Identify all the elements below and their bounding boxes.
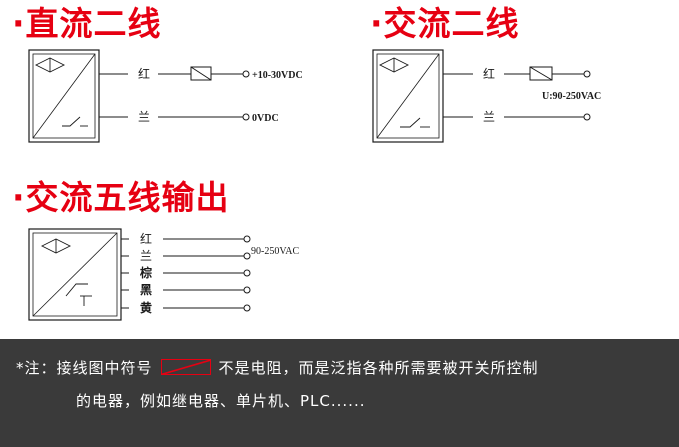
terminal: [243, 252, 251, 260]
voltage-label: 90-250VAC: [251, 246, 299, 257]
terminal: [243, 286, 251, 294]
ac-two-wire-diagram: 红 U:90-250VAC 兰: [372, 49, 601, 143]
terminal: [243, 269, 251, 277]
load-symbol: [529, 66, 553, 81]
wire-label: 兰: [138, 110, 150, 124]
title-dc-two-wire: ·直流二线: [12, 4, 162, 43]
wire-label: 红: [483, 66, 495, 81]
note-panel: *注：接线图中符号 不是电阻，而是泛指各种所需要被开关所控制 的电器，例如继电器、…: [0, 339, 679, 447]
ac-five-wire-diagram: 红 兰 90-250VAC 棕 黑 黄: [28, 228, 299, 321]
terminal-label: +10-30VDC: [252, 70, 303, 81]
terminal: [243, 235, 251, 243]
voltage-label: U:90-250VAC: [542, 91, 601, 102]
wire-label: 棕: [139, 265, 152, 280]
terminal: [583, 113, 591, 121]
terminal: [243, 304, 251, 312]
terminal: [242, 113, 250, 121]
dc-two-wire-diagram: 红 +10-30VDC 兰 0VDC: [28, 49, 303, 143]
wiring-diagrams: 红 +10-30VDC 兰 0VDC 红: [28, 49, 601, 321]
load-symbol-icon: [160, 359, 211, 375]
wire-label: 黄: [140, 300, 152, 315]
note-line-1: *注：接线图中符号 不是电阻，而是泛指各种所需要被开关所控制: [16, 358, 539, 378]
wire-label: 黑: [140, 283, 152, 297]
terminal: [242, 70, 250, 78]
note-prefix: *注：接线图中符号: [16, 359, 153, 377]
title-ac-two-wire: ·交流二线: [370, 4, 520, 43]
load-symbol: [190, 66, 212, 81]
note-line-2: 的电器，例如继电器、单片机、PLC......: [76, 392, 366, 410]
terminal: [583, 70, 591, 78]
sensor-body: [28, 228, 122, 321]
sensor-body: [372, 49, 444, 143]
note-suffix: 不是电阻，而是泛指各种所需要被开关所控制: [218, 359, 539, 377]
sensor-body: [28, 49, 100, 143]
wire-label: 红: [138, 66, 150, 81]
title-ac-five-wire: ·交流五线输出: [12, 178, 230, 217]
wire-label: 兰: [483, 110, 495, 124]
wire-label: 红: [140, 231, 152, 246]
wire-label: 兰: [140, 249, 152, 263]
terminal-label: 0VDC: [252, 113, 279, 124]
